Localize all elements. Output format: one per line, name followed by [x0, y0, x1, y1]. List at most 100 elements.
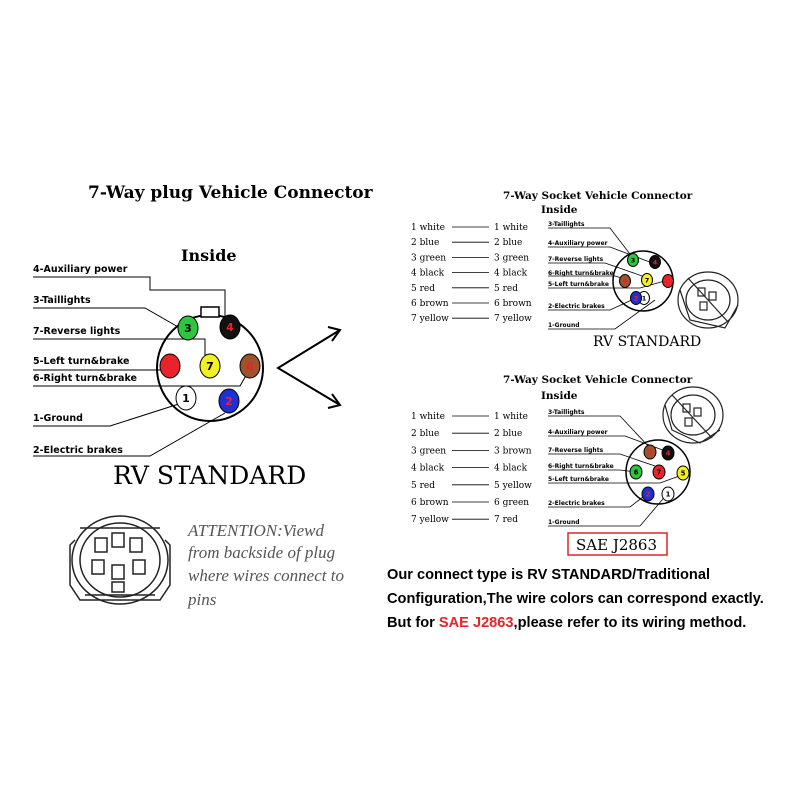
top-right-pin-6 — [619, 274, 631, 288]
bottom-right-socket-illustration — [662, 386, 724, 444]
bottom-right-wire-right-4: 4 black — [494, 464, 528, 474]
top-right-wire-left-6: 6 brown — [411, 299, 449, 309]
left-pin-3-label: 3 — [184, 322, 192, 335]
top-right-pin-5 — [662, 274, 674, 288]
top-right-pin-7-label: 7 — [645, 276, 650, 284]
top-right-label-left-turn: 5-Left turn&brake — [548, 281, 609, 288]
top-right-pin-6-label: 6 — [623, 277, 628, 285]
left-pin-5 — [159, 353, 181, 379]
top-right-wire-left-4: 4 black — [411, 269, 445, 279]
left-label-aux: 4-Auxiliary power — [33, 264, 128, 275]
attention-line-1: ATTENTION:Viewd — [187, 521, 325, 540]
top-right-pin-1-label: 1 — [642, 294, 647, 302]
bottom-right-label-tail: 3-Taillights — [548, 409, 585, 416]
top-right-wire-right-2: 2 blue — [494, 238, 522, 248]
attention-line-2: from backside of plug — [188, 543, 335, 562]
attention-line-4: pins — [187, 590, 217, 609]
left-label-left-turn: 5-Left turn&brake — [33, 356, 129, 367]
bottom-right-pin-5-label: 5 — [681, 470, 686, 478]
bottom-right-pin-3 — [643, 444, 657, 460]
top-right-wire-left-1: 1 white — [411, 223, 445, 233]
bottom-right-wire-left-5: 5 red — [411, 481, 435, 491]
plug-backside-illustration — [69, 515, 171, 605]
bottom-right-pin-4-label: 4 — [666, 450, 671, 458]
top-right-pin-3 — [627, 253, 639, 267]
top-right-title: 7-Way Socket Vehicle Connector — [503, 190, 693, 202]
top-right-pin-3-label: 3 — [631, 256, 636, 264]
bottom-right-pin-4 — [661, 445, 675, 461]
bottom-right-wire-left-6: 6 brown — [411, 498, 449, 508]
left-pin-6-label: 6 — [246, 360, 254, 373]
left-title: 7-Way plug Vehicle Connector — [88, 183, 374, 203]
bottom-right-label-reverse: 7-Reverse lights — [548, 447, 604, 454]
left-pin-4 — [219, 314, 241, 340]
top-right-wire-left-3: 3 green — [411, 253, 446, 263]
top-right-label-right-turn: 6-Right turn&brake — [548, 270, 614, 277]
top-right-inside-label: Inside — [541, 204, 578, 216]
top-right-wire-right-1: 1 white — [494, 223, 528, 233]
left-standard-label: RV STANDARD — [113, 461, 306, 490]
attention-line-3: where wires connect to — [188, 566, 344, 585]
left-pin-2 — [218, 388, 240, 414]
top-right-wire-right-7: 7 yellow — [494, 314, 532, 324]
top-right-label-ground: 1-Ground — [548, 322, 580, 329]
sae-standard-box — [567, 532, 668, 556]
bottom-right-pin-5 — [676, 465, 690, 481]
left-pin-7-label: 7 — [206, 360, 214, 373]
left-pin-2-label: 2 — [225, 395, 233, 408]
double-arrow-icon — [276, 326, 342, 409]
left-pin-6 — [239, 353, 261, 379]
left-pin-4-label: 4 — [226, 321, 234, 334]
bottom-right-wire-right-7: 7 red — [494, 515, 518, 525]
top-right-pin-2 — [630, 291, 642, 305]
left-pin-3 — [177, 315, 199, 341]
top-right-wire-left-7: 7 yellow — [411, 314, 449, 324]
left-pin-5-label: 5 — [166, 360, 174, 373]
top-right-wire-right-5: 5 red — [494, 284, 518, 294]
top-right-label-aux: 4-Auxiliary power — [548, 240, 608, 247]
top-right-pin-5-label: 5 — [666, 277, 671, 285]
bottom-right-pin-2-label: 2 — [646, 491, 651, 499]
note-line-1: Our connect type is RV STANDARD/Traditio… — [387, 567, 710, 583]
bottom-right-label-aux: 4-Auxiliary power — [548, 429, 608, 436]
top-right-standard-label: RV STANDARD — [593, 334, 701, 350]
bottom-right-label-right-turn: 6-Right turn&brake — [548, 463, 614, 470]
bottom-right-wire-left-4: 4 black — [411, 464, 445, 474]
compatibility-note: Our connect type is RV STANDARD/Traditio… — [387, 563, 799, 635]
bottom-right-pin-3-label: 3 — [648, 449, 653, 457]
bottom-right-inside-label: Inside — [541, 390, 578, 402]
top-right-socket-illustration — [677, 271, 739, 329]
top-right-wire-left-5: 5 red — [411, 284, 435, 294]
left-inside-label: Inside — [181, 246, 237, 265]
left-label-brakes: 2-Electric brakes — [33, 445, 123, 456]
bottom-right-pin-1 — [661, 486, 675, 502]
bottom-right-pin-6-label: 6 — [634, 469, 639, 477]
top-right-pin-2-label: 2 — [634, 294, 639, 302]
top-right-pin-7 — [641, 273, 653, 287]
bottom-right-wire-left-3: 3 green — [411, 446, 446, 456]
left-leader-lines — [33, 276, 249, 457]
bottom-right-pin-7-label: 7 — [657, 469, 662, 477]
left-label-tail: 3-Taillights — [33, 295, 91, 306]
note-line-3: But for SAE J2863,please refer to its wi… — [387, 611, 799, 635]
bottom-right-pin-7 — [652, 464, 666, 480]
bottom-right-wire-left-7: 7 yellow — [411, 515, 449, 525]
note-line-3-prefix: But for — [387, 615, 439, 631]
bottom-right-wire-right-2: 2 blue — [494, 429, 522, 439]
bottom-right-wire-right-1: 1 white — [494, 412, 528, 422]
top-right-pin-4-label: 4 — [653, 258, 658, 266]
bottom-right-wire-right-5: 5 yellow — [494, 481, 532, 491]
bottom-right-wire-right-6: 6 green — [494, 498, 529, 508]
top-right-label-tail: 3-Taillights — [548, 221, 585, 228]
bottom-right-wire-left-2: 2 blue — [411, 429, 439, 439]
top-right-wire-right-6: 6 brown — [494, 299, 532, 309]
left-label-ground: 1-Ground — [33, 413, 83, 424]
left-pin-1 — [175, 385, 197, 411]
top-right-label-reverse: 7-Reverse lights — [548, 256, 604, 263]
bottom-right-label-ground: 1-Ground — [548, 519, 580, 526]
